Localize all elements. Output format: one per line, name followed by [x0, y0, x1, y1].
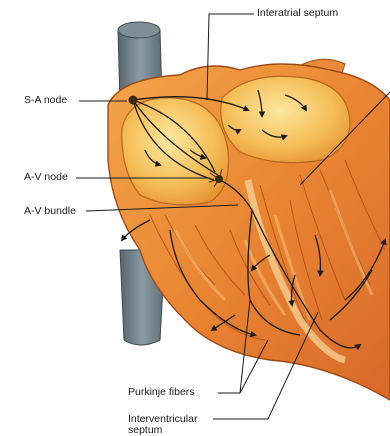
label-av-bundle: A-V bundle	[24, 205, 76, 217]
sa-node-marker	[129, 96, 138, 105]
label-interventricular-septum: septum	[128, 424, 162, 436]
left-atrium	[221, 76, 350, 162]
label-sa-node: S-A node	[24, 94, 67, 106]
label-av-node: A-V node	[24, 171, 68, 183]
label-interatrial-septum: Interatrial septum	[257, 7, 338, 19]
label-purkinje-fibers: Purkinje fibers	[128, 386, 195, 398]
